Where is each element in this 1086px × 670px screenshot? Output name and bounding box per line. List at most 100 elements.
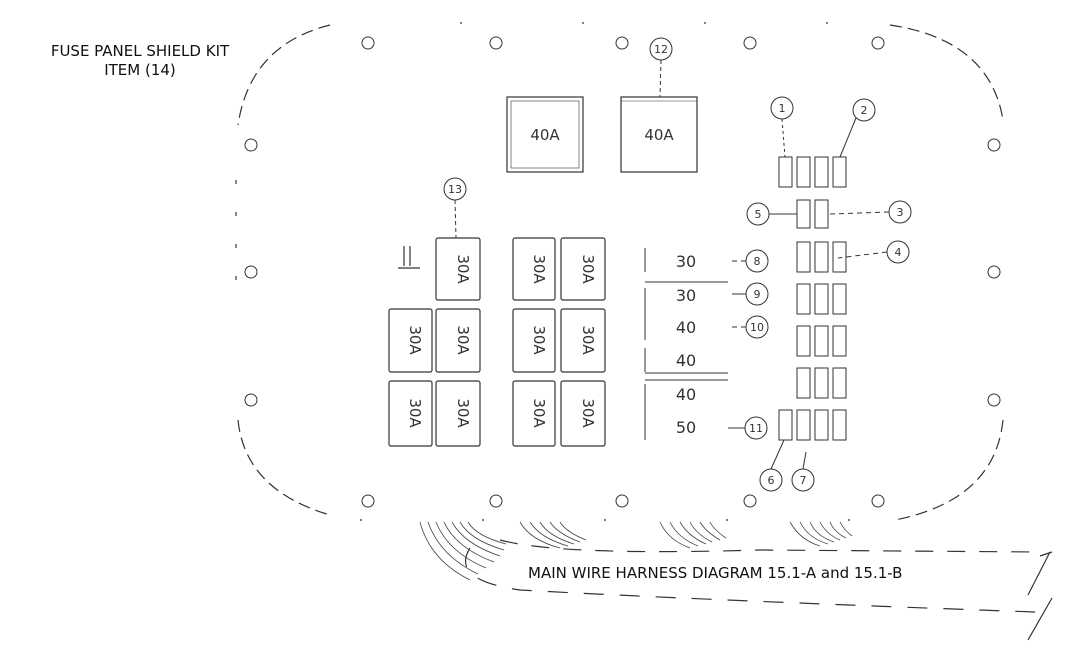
mount-hole <box>987 138 1001 152</box>
callout-bubble <box>852 98 876 122</box>
breaker-value: 40 <box>676 318 696 337</box>
callout-number: 1 <box>779 102 786 115</box>
mini-fuse <box>796 367 811 399</box>
fuse-30a <box>388 308 433 373</box>
mount-hole <box>489 494 503 508</box>
large-fuse-block <box>506 96 698 173</box>
fuse-30a <box>388 380 433 447</box>
mount-hole <box>743 36 757 50</box>
breaker-column <box>644 248 728 440</box>
fuse-30a <box>435 237 481 301</box>
callout-number: 10 <box>750 321 764 334</box>
mount-hole <box>743 494 757 508</box>
harness-sheath <box>465 539 1053 641</box>
fuse-30a-label: 30A <box>454 325 472 355</box>
mini-fuse <box>796 325 811 357</box>
callout-number: 8 <box>754 255 761 268</box>
callout-number: 6 <box>768 474 775 487</box>
breaker-value: 30 <box>676 252 696 271</box>
breaker-value: 40 <box>676 385 696 404</box>
fuse-30a <box>435 308 481 373</box>
callout-number: 5 <box>755 208 762 221</box>
mini-fuse <box>832 241 847 273</box>
mini-fuse <box>814 367 829 399</box>
mini-fuse <box>814 325 829 357</box>
kit-title-line2: ITEM (14) <box>104 61 176 79</box>
mount-hole <box>871 494 885 508</box>
callout-number: 4 <box>895 246 902 259</box>
callout-numbers: 1 2 3 4 5 6 7 8 9 10 11 12 13 <box>448 43 904 487</box>
fuse-30a <box>512 380 556 447</box>
mini-fuse <box>814 156 829 188</box>
fuse-30a-label: 30A <box>579 254 597 284</box>
mini-fuse <box>796 409 811 441</box>
callout-number: 12 <box>654 43 668 56</box>
mount-hole <box>615 36 629 50</box>
callout-number: 2 <box>861 104 868 117</box>
fuse-30a <box>560 308 606 373</box>
mini-fuse <box>814 409 829 441</box>
mini-fuse <box>778 156 793 188</box>
fuse-30a-label: 30A <box>579 325 597 355</box>
mount-hole <box>244 138 258 152</box>
mount-hole <box>361 36 375 50</box>
mount-hole <box>871 36 885 50</box>
fuse-30a-label: 30A <box>454 254 472 284</box>
large-fuse-label: 40A <box>644 126 674 144</box>
callout-number: 13 <box>448 183 462 196</box>
mini-fuse <box>832 409 847 441</box>
kit-title-line1: FUSE PANEL SHIELD KIT <box>50 42 230 60</box>
fuse-30a-label: 30A <box>454 398 472 428</box>
mini-fuse-strip <box>778 156 847 441</box>
large-fuse-label: 40A <box>530 126 560 144</box>
fuse-30a <box>560 237 606 301</box>
mounting-holes <box>244 36 1001 508</box>
mini-fuse <box>832 367 847 399</box>
fuse-30a-label: 30A <box>530 325 548 355</box>
fuse-30a-label: 30A <box>406 398 424 428</box>
callout-leaders <box>454 59 890 470</box>
harness-label: MAIN WIRE HARNESS DIAGRAM 15.1-A and 15.… <box>528 564 903 582</box>
mini-fuse <box>814 283 829 315</box>
fuse-30a-label: 30A <box>530 254 548 284</box>
fuse-30a-label: 30A <box>406 325 424 355</box>
wire-harness <box>419 521 853 581</box>
fuse-30a <box>560 380 606 447</box>
fuse-30a <box>512 308 556 373</box>
mini-fuse <box>832 283 847 315</box>
callout-number: 7 <box>800 474 807 487</box>
fuse-30a-labels: 30A 30A 30A 30A 30A 30A 30A 30A 30A 30A … <box>406 254 597 428</box>
mount-hole <box>361 494 375 508</box>
kit-title: FUSE PANEL SHIELD KIT ITEM (14) <box>48 42 232 80</box>
mount-hole <box>615 494 629 508</box>
mount-hole <box>489 36 503 50</box>
breaker-value: 30 <box>676 286 696 305</box>
callout-bubbles <box>443 37 912 492</box>
panel-outline <box>235 22 1004 521</box>
mini-fuse <box>796 199 811 229</box>
mount-hole <box>244 265 258 279</box>
fuse-30a-label: 30A <box>530 398 548 428</box>
mini-fuse <box>832 325 847 357</box>
breaker-value: 40 <box>676 351 696 370</box>
fuse-grid-30a <box>388 237 606 447</box>
mini-fuse <box>796 156 811 188</box>
mount-hole <box>987 265 1001 279</box>
mount-hole <box>987 393 1001 407</box>
callout-number: 11 <box>749 422 763 435</box>
callout-number: 9 <box>754 288 761 301</box>
mini-fuse <box>778 409 793 441</box>
mini-fuse <box>814 199 829 229</box>
breaker-value: 50 <box>676 418 696 437</box>
large-fuse <box>506 96 584 173</box>
breaker-values: 30 30 40 40 40 50 <box>676 252 696 437</box>
large-fuse <box>620 96 698 173</box>
mini-fuse <box>832 156 847 188</box>
mini-fuse <box>796 283 811 315</box>
callout-number: 3 <box>897 206 904 219</box>
fuse-30a <box>435 380 481 447</box>
mount-hole <box>244 393 258 407</box>
mini-fuse <box>796 241 811 273</box>
